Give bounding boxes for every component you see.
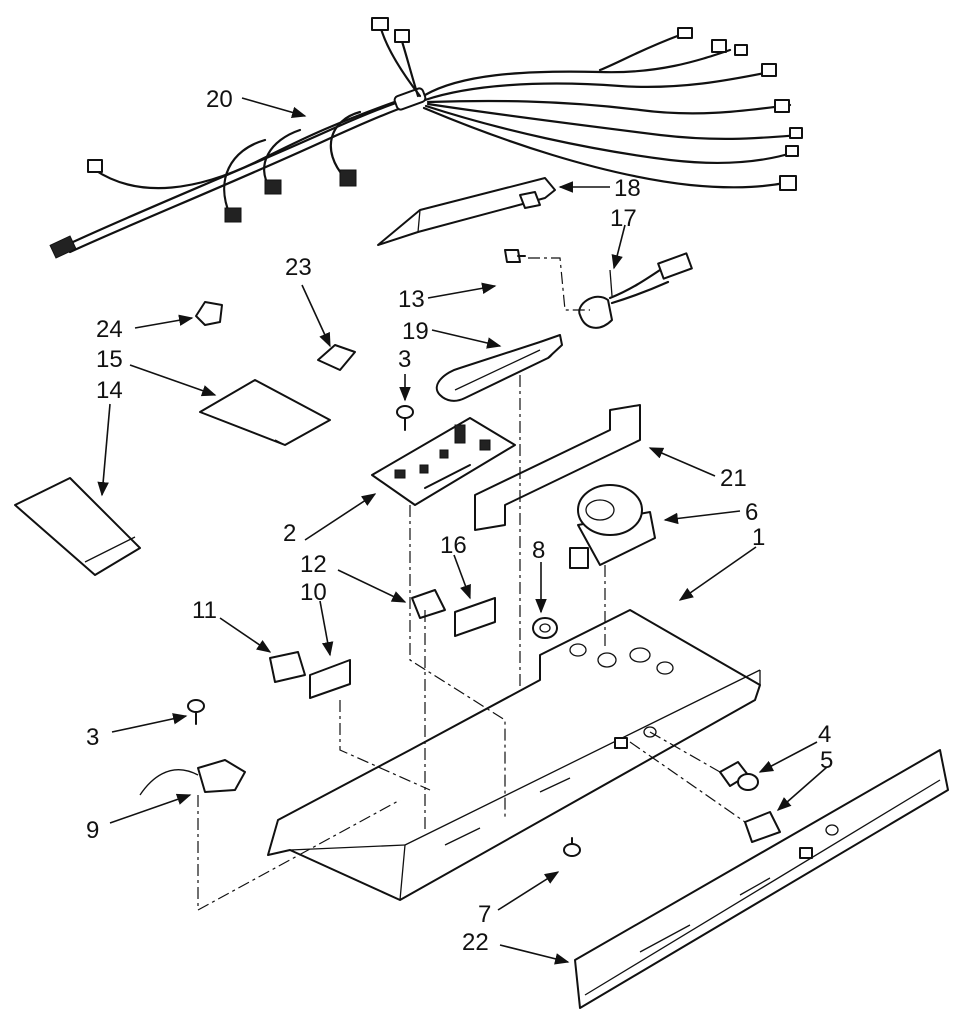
callout-labels: 20 18 17 23 13 24 19 15 3 14 21 6 2 1 16…: [86, 86, 833, 956]
grommet-part-8: [532, 617, 558, 639]
motor-part-6: [569, 484, 656, 569]
callout-16: 16: [440, 532, 467, 559]
harness-plug: [394, 29, 410, 43]
callout-18: 18: [614, 175, 641, 202]
harness-plug: [677, 27, 693, 39]
knob-part-4: [719, 761, 759, 791]
callout-4: 4: [818, 721, 831, 748]
harness-plug: [339, 169, 357, 187]
assembly-lines: [197, 375, 746, 912]
harness-plug: [779, 175, 797, 191]
relay-part-12: [411, 589, 446, 619]
cover-plate-part-15: [199, 379, 331, 446]
screw-part-7: [563, 837, 581, 857]
screw-part-3-lower: [187, 699, 205, 725]
gasket-part-21: [474, 404, 641, 531]
cover-part-18: [377, 177, 556, 246]
thermostat-part-9: [139, 759, 246, 796]
harness-plug: [711, 39, 727, 53]
callout-5: 5: [820, 747, 833, 774]
switch-part-11: [269, 651, 306, 683]
callout-7: 7: [478, 901, 491, 928]
control-board-part-2: [371, 417, 516, 506]
callout-6: 6: [745, 499, 758, 526]
harness-plug: [264, 179, 282, 195]
harness-plug: [761, 63, 777, 77]
callout-1: 1: [752, 524, 765, 551]
callout-2: 2: [283, 520, 296, 547]
callout-24: 24: [96, 316, 123, 343]
callout-8: 8: [532, 537, 545, 564]
harness-plug: [224, 207, 242, 223]
panel-part-14: [14, 477, 141, 576]
callout-17: 17: [610, 205, 637, 232]
clip-part-23: [317, 344, 356, 371]
control-housing-part-1: [267, 609, 761, 901]
callout-11: 11: [192, 597, 217, 624]
wiring-harness: [49, 17, 803, 259]
harness-plug: [371, 17, 389, 31]
label-part-10: [309, 659, 351, 699]
callout-22: 22: [462, 929, 489, 956]
callout-12: 12: [300, 551, 327, 578]
callout-20: 20: [206, 86, 233, 113]
harness-plug: [49, 235, 77, 259]
harness-plug: [87, 159, 103, 173]
callout-10: 10: [300, 579, 327, 606]
harness-plug: [774, 99, 790, 113]
bracket-part-24: [195, 301, 223, 326]
label-part-16: [454, 597, 496, 637]
callout-13: 13: [398, 286, 425, 313]
lamp-assembly: [435, 249, 693, 402]
harness-plug: [789, 127, 803, 139]
harness-plug: [785, 145, 799, 157]
callout-3-lower: 3: [86, 724, 99, 751]
harness-plug: [734, 44, 748, 56]
callout-19: 19: [402, 318, 429, 345]
callout-leaders: [97, 97, 828, 965]
faceplate-part-22: [574, 749, 949, 1009]
screw-part-3-upper: [396, 405, 414, 431]
callout-9: 9: [86, 817, 99, 844]
callout-21: 21: [720, 465, 747, 492]
callout-23: 23: [285, 254, 312, 281]
switch-part-5: [744, 811, 781, 843]
callout-3-upper: 3: [398, 346, 411, 373]
callout-15: 15: [96, 346, 123, 373]
callout-14: 14: [96, 377, 123, 404]
